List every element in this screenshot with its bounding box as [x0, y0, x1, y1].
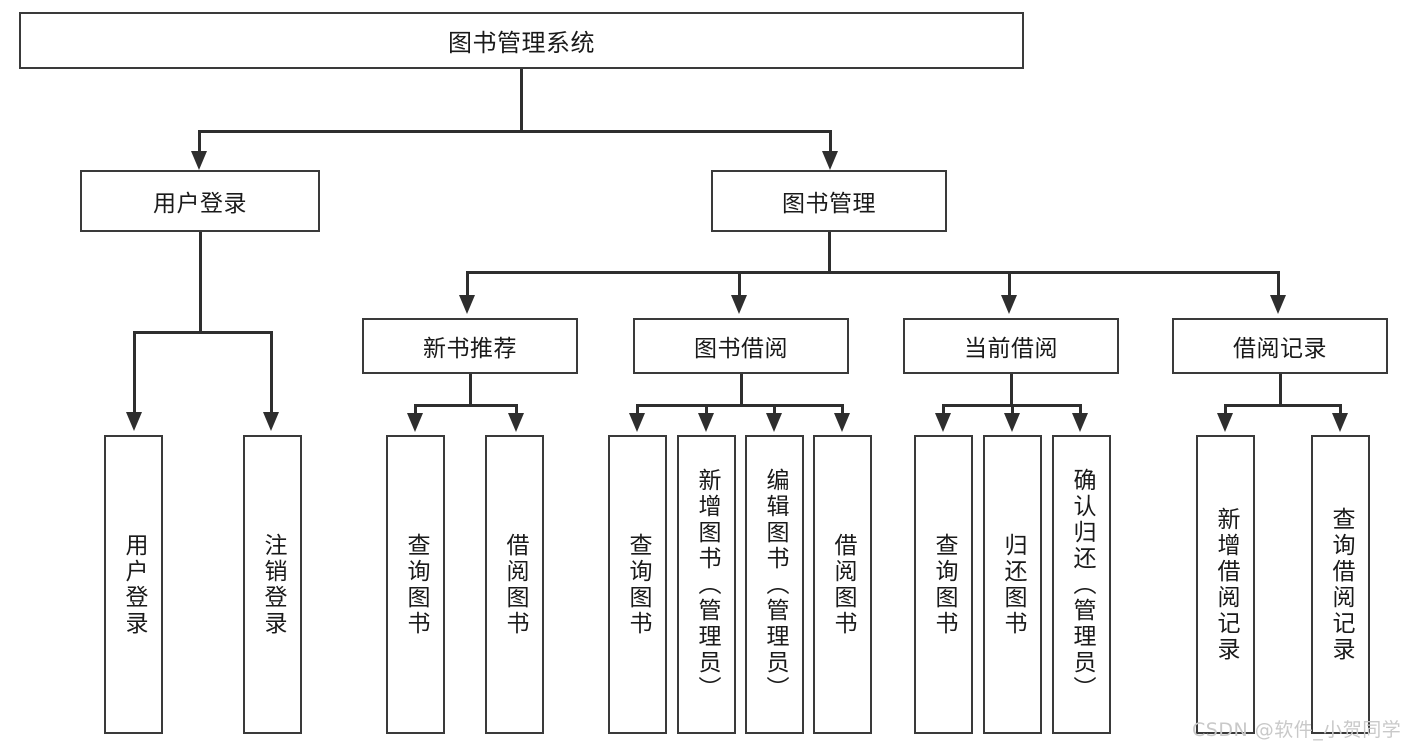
arrow-records-to-leaf-0	[1217, 413, 1233, 432]
arrow-new-books-to-leaf-1	[508, 413, 524, 432]
node-root-book-management-system[interactable]: 图书管理系统	[19, 12, 1024, 69]
edge-new-books-bus	[414, 404, 518, 407]
arrow-new-books-to-leaf-0	[407, 413, 423, 432]
arrow-current-to-leaf-2	[1072, 413, 1088, 432]
edge-current-to-leaf-1	[1011, 404, 1014, 416]
arrow-borrow-to-leaf-2	[766, 413, 782, 432]
arrow-user-login-to-leaf-1	[263, 412, 279, 431]
arrow-root-to-user-login	[191, 151, 207, 170]
arrow-records-to-leaf-1	[1332, 413, 1348, 432]
node-book-borrowing[interactable]: 图书借阅	[633, 318, 849, 374]
edge-root-bus	[198, 130, 832, 133]
leaf-query-books-borrowing[interactable]: 查询图书	[608, 435, 667, 734]
leaf-return-books[interactable]: 归还图书	[983, 435, 1042, 734]
arrow-book-mgmt-to-borrow	[731, 295, 747, 314]
edge-book-mgmt-to-records	[1277, 271, 1280, 297]
arrow-user-login-to-leaf-0	[126, 412, 142, 431]
edge-new-books-to-leaf-0	[414, 404, 417, 416]
arrow-borrow-to-leaf-0	[629, 413, 645, 432]
arrow-borrow-to-leaf-3	[834, 413, 850, 432]
leaf-borrow-books-borrowing[interactable]: 借阅图书	[813, 435, 872, 734]
node-user-login[interactable]: 用户登录	[80, 170, 320, 232]
leaf-confirm-return-admin[interactable]: 确认归还（管理员）	[1052, 435, 1111, 734]
arrow-borrow-to-leaf-1	[698, 413, 714, 432]
edge-current-stem	[1010, 374, 1013, 406]
edge-new-books-stem	[469, 374, 472, 406]
arrow-root-to-book-mgmt	[822, 151, 838, 170]
edge-new-books-to-leaf-1	[515, 404, 518, 416]
edge-borrow-to-leaf-3	[841, 404, 844, 416]
arrow-book-mgmt-to-new-books	[459, 295, 475, 314]
edge-current-to-leaf-2	[1079, 404, 1082, 416]
leaf-user-login[interactable]: 用户登录	[104, 435, 163, 734]
edge-records-stem	[1279, 374, 1282, 406]
edge-book-mgmt-to-current	[1008, 271, 1011, 297]
arrow-current-to-leaf-0	[935, 413, 951, 432]
leaf-add-borrowing-record[interactable]: 新增借阅记录	[1196, 435, 1255, 734]
edge-user-login-bus	[133, 331, 273, 334]
edge-root-to-book-mgmt	[829, 130, 832, 154]
leaf-add-book-admin[interactable]: 新增图书（管理员）	[677, 435, 736, 734]
csdn-watermark: CSDN @软件_小贺同学	[1192, 719, 1402, 741]
edge-book-mgmt-to-borrow	[738, 271, 741, 297]
arrow-book-mgmt-to-current	[1001, 295, 1017, 314]
edge-book-mgmt-to-new-books	[466, 271, 469, 297]
edge-user-login-to-leaf-0	[133, 331, 136, 414]
edge-book-mgmt-bus	[466, 271, 1279, 274]
node-book-management[interactable]: 图书管理	[711, 170, 947, 232]
leaf-query-books-new-recommendation[interactable]: 查询图书	[386, 435, 445, 734]
edge-records-bus	[1224, 404, 1342, 407]
edge-records-to-leaf-0	[1224, 404, 1227, 416]
edge-borrow-bus	[636, 404, 844, 407]
node-borrowing-records[interactable]: 借阅记录	[1172, 318, 1388, 374]
node-new-book-recommendation[interactable]: 新书推荐	[362, 318, 578, 374]
edge-book-mgmt-stem	[828, 232, 831, 273]
leaf-borrow-books-new-recommendation[interactable]: 借阅图书	[485, 435, 544, 734]
leaf-edit-book-admin[interactable]: 编辑图书（管理员）	[745, 435, 804, 734]
leaf-query-books-current[interactable]: 查询图书	[914, 435, 973, 734]
edge-borrow-to-leaf-0	[636, 404, 639, 416]
edge-records-to-leaf-1	[1339, 404, 1342, 416]
edge-borrow-stem	[740, 374, 743, 406]
edge-borrow-to-leaf-1	[705, 404, 708, 416]
node-current-borrowing[interactable]: 当前借阅	[903, 318, 1119, 374]
edge-user-login-stem	[199, 232, 202, 333]
edge-user-login-to-leaf-1	[270, 331, 273, 414]
arrow-book-mgmt-to-records	[1270, 295, 1286, 314]
arrow-current-to-leaf-1	[1004, 413, 1020, 432]
edge-current-to-leaf-0	[942, 404, 945, 416]
leaf-logout[interactable]: 注销登录	[243, 435, 302, 734]
edge-root-stem	[520, 69, 523, 131]
edge-root-to-user-login	[198, 130, 201, 154]
edge-borrow-to-leaf-2	[773, 404, 776, 416]
leaf-query-borrowing-record[interactable]: 查询借阅记录	[1311, 435, 1370, 734]
